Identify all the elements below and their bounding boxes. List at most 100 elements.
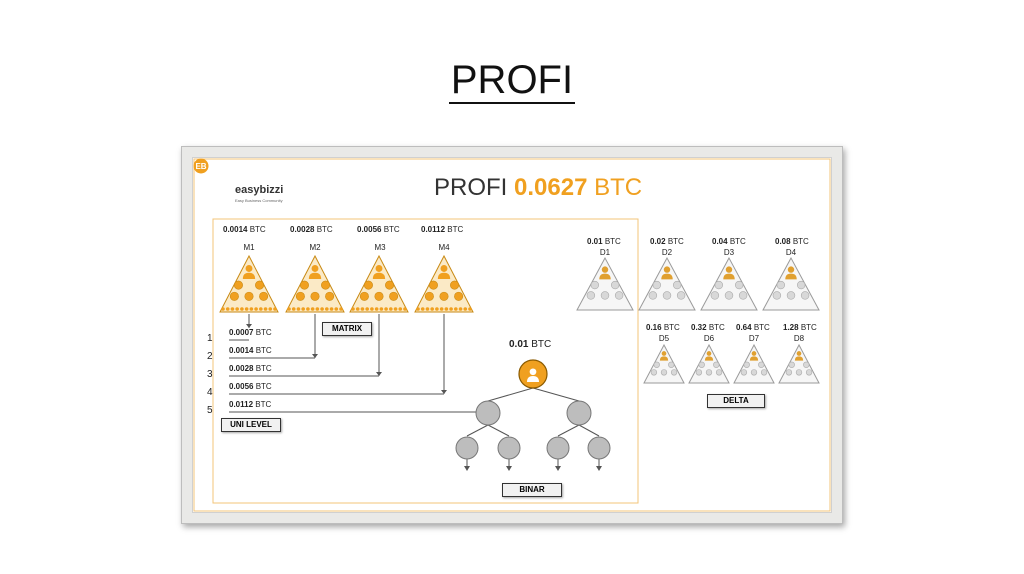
binar-edge xyxy=(532,387,580,402)
person-icon xyxy=(794,351,804,361)
diagram-border xyxy=(193,158,831,512)
matrix-node xyxy=(229,291,239,301)
matrix-node xyxy=(786,291,796,300)
logo-tagline: Easy Business Community xyxy=(235,198,283,203)
delta-triangle-d8 xyxy=(778,343,820,384)
matrix-base-dot xyxy=(268,307,273,311)
person-icon xyxy=(723,266,735,280)
matrix-base-dot xyxy=(306,307,310,311)
logo-name: easybizzi xyxy=(235,184,284,196)
matrix-name-m3: M3 xyxy=(374,243,386,252)
matrix-base-dot xyxy=(468,307,472,311)
matrix-node xyxy=(439,291,449,301)
matrix-node xyxy=(610,280,620,290)
slide-title: PROFI xyxy=(0,58,1024,104)
matrix-base-dot xyxy=(435,307,439,311)
matrix-node xyxy=(800,291,810,300)
delta-triangle-d4 xyxy=(762,256,820,311)
matrix-node xyxy=(758,361,765,368)
delta-triangle-d2 xyxy=(638,256,696,311)
header-prefix: PROFI xyxy=(434,174,508,201)
binar-edge xyxy=(466,424,489,437)
arrow-head xyxy=(596,466,602,471)
matrix-triangle-m2 xyxy=(285,254,345,313)
matrix-base-dot xyxy=(351,307,355,311)
matrix-node xyxy=(698,361,705,368)
arrow-head xyxy=(555,466,561,471)
matrix-node xyxy=(795,369,803,376)
person-icon xyxy=(242,265,256,279)
matrix-node xyxy=(760,369,768,376)
matrix-base-dot xyxy=(416,307,420,311)
binar-edge xyxy=(578,424,600,437)
delta-triangle-d1 xyxy=(576,256,634,311)
matrix-node xyxy=(233,280,243,290)
matrix-base-dot xyxy=(325,307,329,311)
matrix-node xyxy=(740,369,748,376)
person-icon xyxy=(527,368,539,382)
arrow-head xyxy=(246,324,252,328)
arrow-head xyxy=(506,466,512,471)
matrix-base-dot xyxy=(291,307,296,311)
person-icon xyxy=(704,351,714,361)
matrix-node xyxy=(796,280,806,290)
easybizzi-logo-icon: EB xyxy=(193,158,209,174)
unilevel-price-5: 0.0112 BTC xyxy=(229,400,272,409)
matrix-base-dot xyxy=(389,307,393,311)
matrix-name-m1: M1 xyxy=(243,243,255,252)
matrix-node xyxy=(676,291,686,300)
matrix-node xyxy=(454,291,464,301)
binar-label-box: BINAR xyxy=(502,483,562,497)
arrow-head xyxy=(464,466,470,471)
matrix-node xyxy=(614,291,624,300)
delta-name-d7: D7 xyxy=(748,334,760,343)
matrix-node xyxy=(776,280,786,290)
matrix-node xyxy=(714,280,724,290)
binar-node xyxy=(587,436,611,460)
matrix-base-dot xyxy=(225,307,230,311)
matrix-node xyxy=(772,291,782,300)
delta-price-d1: 0.01 BTC xyxy=(587,237,621,246)
matrix-price-m2: 0.0028 BTC xyxy=(290,225,333,234)
matrix-base-dot xyxy=(449,307,453,311)
matrix-triangle-m4 xyxy=(414,254,474,313)
matrix-base-dot xyxy=(339,307,343,311)
matrix-node xyxy=(724,291,734,300)
unilevel-num-5: 5 xyxy=(207,405,213,416)
matrix-base-dot xyxy=(430,307,434,311)
profi-diagram: EB easybizzi Easy Business Community PRO… xyxy=(192,157,832,513)
matrix-node xyxy=(255,280,265,290)
matrix-node xyxy=(359,291,369,301)
matrix-label-box: MATRIX xyxy=(322,322,372,336)
arrow-head xyxy=(376,372,382,376)
matrix-node xyxy=(785,369,793,376)
person-icon xyxy=(308,265,322,279)
matrix-node xyxy=(668,361,675,368)
binar-node xyxy=(475,400,501,426)
delta-name-d5: D5 xyxy=(658,334,670,343)
matrix-node xyxy=(389,291,399,301)
binar-edge xyxy=(557,424,580,437)
slide-title-text: PROFI xyxy=(448,58,576,104)
matrix-base-dot xyxy=(454,307,458,311)
matrix-base-dot xyxy=(463,307,468,311)
matrix-node xyxy=(299,280,309,290)
arrow-head xyxy=(312,354,318,358)
binar-price: 0.01 BTC xyxy=(509,339,552,350)
matrix-base-dot xyxy=(379,307,384,311)
arrow-head xyxy=(441,390,447,394)
delta-triangle-d5 xyxy=(643,343,685,384)
header-amount: 0.0627 xyxy=(514,174,588,201)
delta-name-d3: D3 xyxy=(723,248,735,257)
matrix-base-dot xyxy=(296,307,301,311)
unilevel-price-3: 0.0028 BTC xyxy=(229,364,272,373)
matrix-base-dot xyxy=(254,307,258,311)
matrix-node xyxy=(670,369,678,376)
unilevel-price-4: 0.0056 BTC xyxy=(229,382,272,391)
matrix-node xyxy=(363,280,373,290)
image-frame: EB easybizzi Easy Business Community PRO… xyxy=(181,146,843,524)
matrix-base-dot xyxy=(370,307,374,311)
matrix-price-m1: 0.0014 BTC xyxy=(223,225,266,234)
diagram-shapes xyxy=(219,254,820,460)
matrix-base-dot xyxy=(315,307,320,311)
